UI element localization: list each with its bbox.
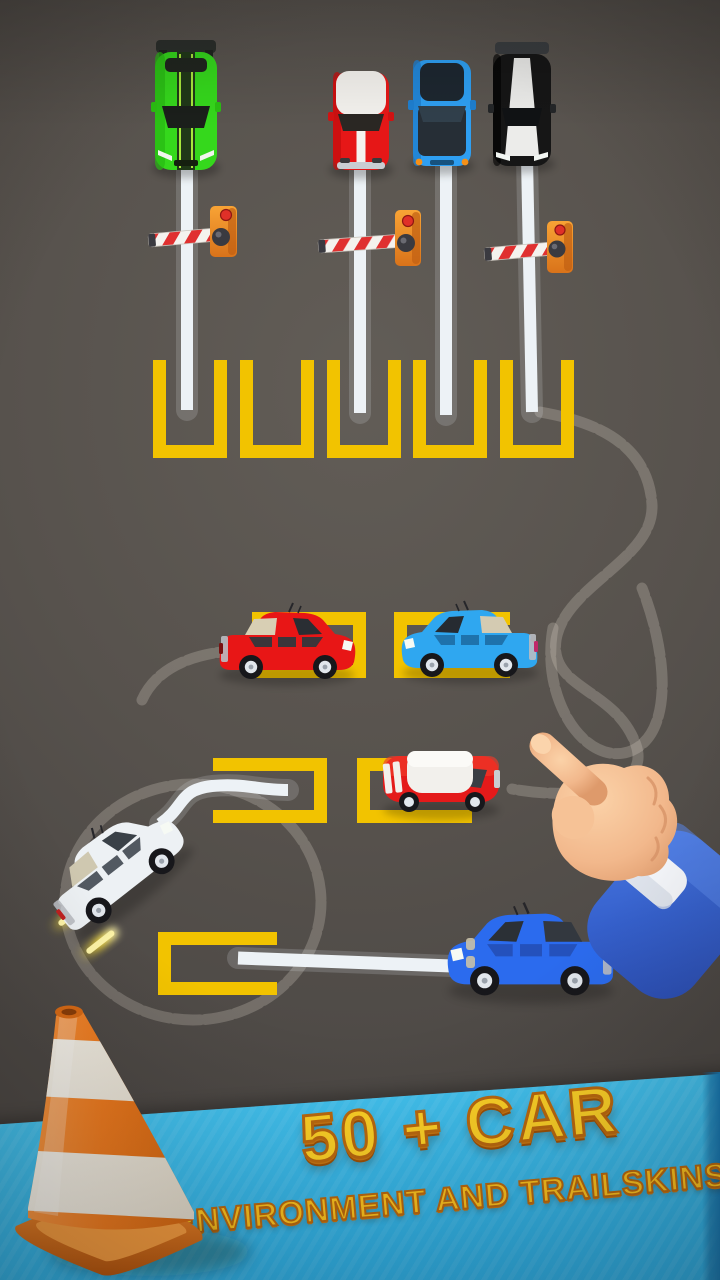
barrier-light: [219, 208, 233, 222]
barrier-gate-2: [317, 210, 421, 266]
car-trails: [149, 147, 543, 977]
u-slot-5: [500, 360, 574, 458]
car-green-sports[interactable]: [151, 40, 221, 178]
tutorial-hand: [529, 732, 720, 999]
car-red-white-roof[interactable]: [328, 71, 394, 179]
barrier-gate-3: [483, 221, 573, 273]
trail-black-car: [521, 157, 538, 413]
car-red-mini[interactable]: [382, 751, 500, 820]
car-blue-top[interactable]: [408, 60, 476, 175]
barrier-gate-1: [147, 206, 237, 257]
trail-bottom-car: [237, 951, 453, 973]
bracket-slot-bottom: [158, 932, 277, 995]
banner-side-shade: [702, 1072, 720, 1280]
barrier-light: [401, 214, 415, 228]
barrier-light: [554, 224, 566, 236]
car-black-stripe[interactable]: [488, 42, 556, 173]
hand-index-finger: [529, 732, 608, 806]
u-slot-2: [240, 360, 314, 458]
u-slot-4: [413, 360, 487, 458]
u-slot-1: [153, 360, 227, 458]
traffic-cone: [15, 1005, 250, 1276]
car-royal-blue-sedan[interactable]: [448, 903, 614, 1004]
bracket-slot-white-car: [213, 758, 327, 823]
trail-white-car: [156, 779, 289, 829]
u-slot-3: [327, 360, 401, 458]
